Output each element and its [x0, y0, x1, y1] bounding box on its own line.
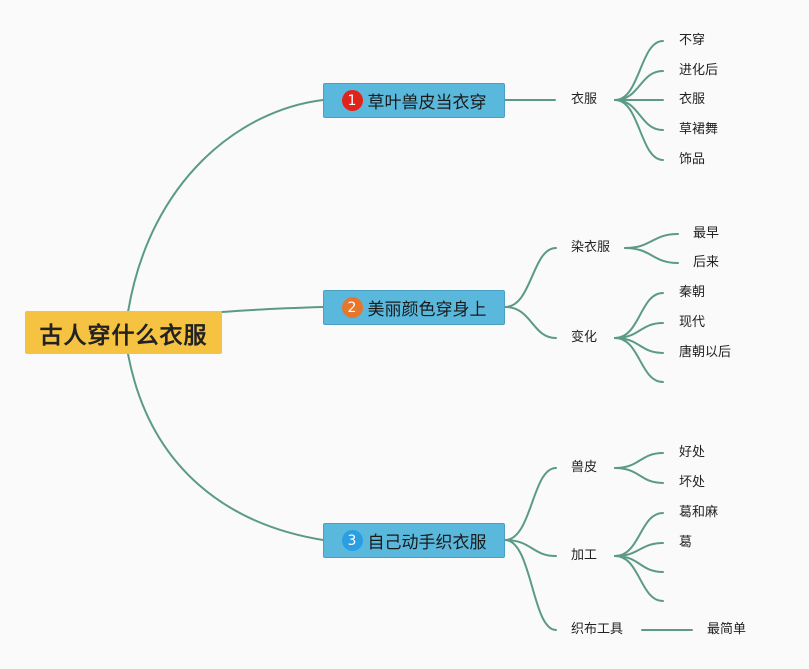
leaf-topic[interactable]: 唐朝以后: [679, 345, 732, 360]
number-badge-icon: 1: [341, 90, 363, 111]
root-topic[interactable]: 古人穿什么衣服: [25, 311, 222, 354]
main-topic-label: 美丽颜色穿身上: [367, 300, 487, 320]
leaf-topic[interactable]: 不穿: [679, 33, 706, 48]
main-topic-2[interactable]: 2 美丽颜色穿身上: [323, 290, 505, 325]
subtopic-animal-skin[interactable]: 兽皮: [571, 460, 598, 475]
leaf-topic[interactable]: 衣服: [679, 92, 706, 107]
leaf-topic[interactable]: 好处: [679, 445, 706, 460]
leaf-topic[interactable]: 坏处: [679, 475, 706, 490]
main-topic-label: 自己动手织衣服: [367, 533, 487, 553]
leaf-topic[interactable]: 最早: [693, 226, 720, 241]
main-topic-3[interactable]: 3 自己动手织衣服: [323, 523, 505, 558]
subtopic-change[interactable]: 变化: [571, 330, 598, 345]
subtopic-clothes[interactable]: 衣服: [571, 92, 598, 107]
leaf-topic[interactable]: 秦朝: [679, 285, 706, 300]
main-topic-label: 草叶兽皮当衣穿: [367, 93, 487, 113]
main-topic-1[interactable]: 1 草叶兽皮当衣穿: [323, 83, 505, 118]
subtopic-weaving-tools[interactable]: 织布工具: [571, 622, 624, 637]
leaf-topic[interactable]: 现代: [679, 315, 706, 330]
number-badge-icon: 3: [341, 530, 363, 551]
leaf-topic[interactable]: 饰品: [679, 152, 706, 167]
leaf-topic[interactable]: 草裙舞: [679, 122, 719, 137]
leaf-topic[interactable]: 葛: [679, 535, 693, 550]
leaf-topic[interactable]: 进化后: [679, 63, 719, 78]
leaf-topic[interactable]: 后来: [693, 255, 720, 270]
number-badge-icon: 2: [341, 297, 363, 318]
subtopic-dye-clothes[interactable]: 染衣服: [571, 240, 611, 255]
leaf-topic[interactable]: 最简单: [707, 622, 747, 637]
subtopic-processing[interactable]: 加工: [571, 548, 598, 563]
leaf-topic[interactable]: 葛和麻: [679, 505, 719, 520]
